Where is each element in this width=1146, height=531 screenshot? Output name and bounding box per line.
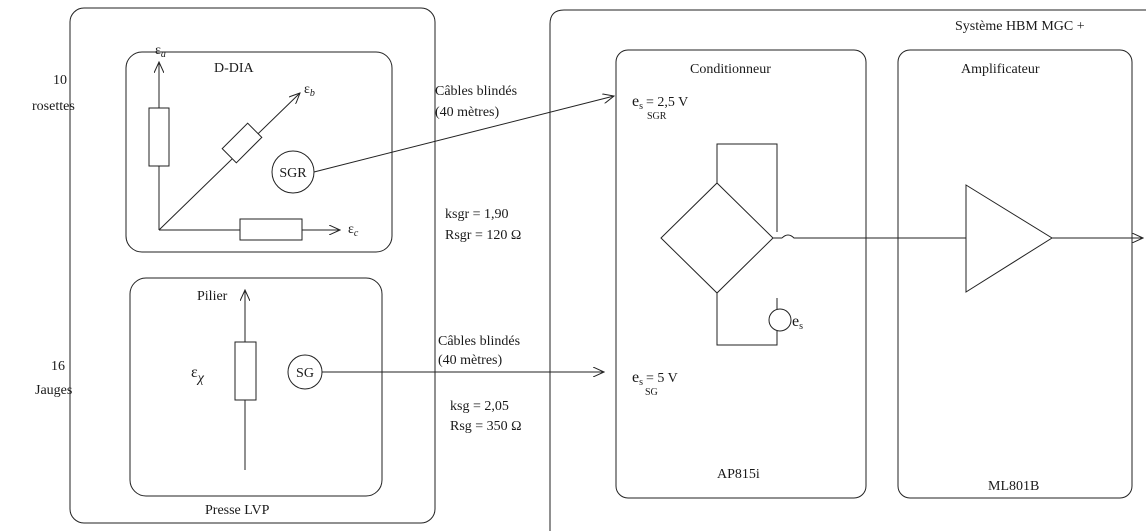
ap-model: AP815i [717, 467, 760, 482]
axis-b [158, 93, 300, 231]
ddia-module: D-DIA εa εb εc SGR [125, 43, 393, 253]
system-panel [549, 9, 1146, 531]
eps-a-label: εa [155, 43, 166, 60]
es-sgr-sub2: SGR [647, 111, 667, 122]
gauge-c [239, 218, 303, 241]
rosettes-count: 10 [53, 73, 67, 88]
es-sg-label: es= 5 V [632, 369, 678, 388]
wheatstone-bridge [660, 182, 774, 294]
signal-line [773, 234, 966, 239]
ksg-label: ksg = 2,05 [450, 399, 509, 414]
es-sgr-label: es= 2,5 V [632, 93, 688, 112]
jauges-label: Jauges [35, 383, 72, 398]
conditionneur-title: Conditionneur [690, 62, 771, 77]
eps-b-label: εb [304, 82, 315, 99]
ml-model: ML801B [988, 479, 1039, 494]
es-source-node [768, 308, 792, 332]
conditionneur-box [615, 49, 867, 499]
eps-c-label: εc [348, 222, 359, 239]
es-node-label: es [792, 313, 803, 332]
cable-bottom-line1: Câbles blindés [438, 334, 520, 349]
system-title: Système HBM MGC + [955, 19, 1085, 34]
presse-footer: Presse LVP [205, 503, 270, 518]
pilier-label: Pilier [197, 289, 228, 304]
eps-chi-label: εχ [191, 364, 205, 386]
gauge-chi [234, 341, 257, 401]
cable-top-line1: Câbles blindés [435, 84, 517, 99]
bridge-wire-bottom [716, 293, 778, 346]
conditionneur-module: Conditionneur es= 2,5 V SGR es es= 5 V S… [615, 49, 867, 499]
sg-label: SG [296, 366, 314, 381]
jauges-count: 16 [51, 359, 65, 374]
cable-sgr [313, 96, 614, 173]
amplificateur-module: Amplificateur ML801B [897, 49, 1133, 499]
amplificateur-box [897, 49, 1133, 499]
es-sg-sub2: SG [645, 387, 658, 398]
rosettes-label: rosettes [32, 99, 75, 114]
cable-top-line2: (40 mètres) [435, 105, 499, 120]
bridge-wire-top [716, 143, 778, 232]
ksgr-label: ksgr = 1,90 [445, 207, 509, 222]
rsgr-label: Rsgr = 120 Ω [445, 228, 521, 243]
sgr-label: SGR [279, 166, 307, 181]
cable-bottom-line2: (40 mètres) [438, 353, 502, 368]
ddia-title: D-DIA [214, 61, 255, 76]
gauge-a [148, 107, 170, 167]
gauge-b [221, 122, 263, 164]
rsg-label: Rsg = 350 Ω [450, 419, 522, 434]
amplificateur-title: Amplificateur [961, 62, 1040, 77]
presse-module: Pilier εχ SG Presse LVP [129, 277, 383, 518]
